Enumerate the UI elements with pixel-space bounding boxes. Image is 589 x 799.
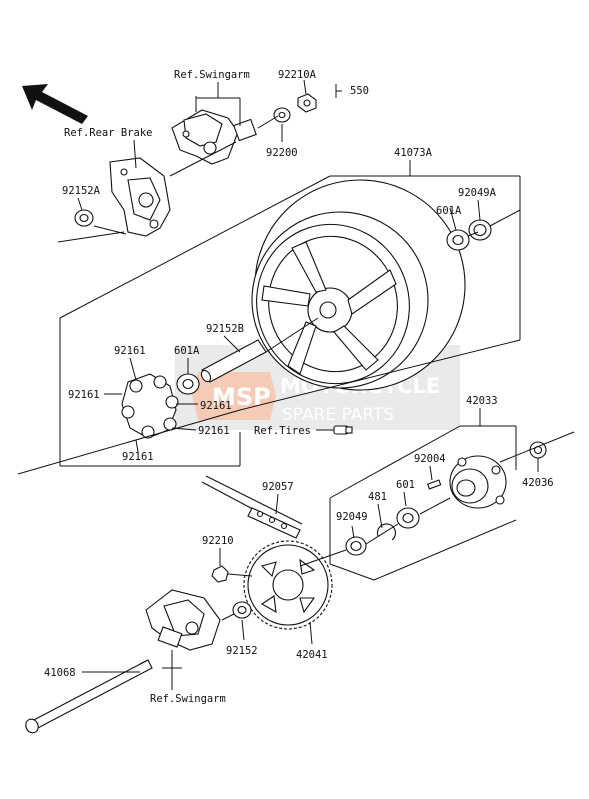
seal-92049 [345, 536, 367, 556]
collar-92152a [74, 209, 94, 227]
rear-sprocket [243, 540, 333, 630]
seal-92049a [468, 219, 492, 241]
label-92210: 92210 [202, 535, 234, 547]
rear-axle [25, 659, 153, 734]
front-arrow-icon [22, 84, 88, 124]
label-92161-e: 92161 [122, 451, 154, 463]
stud-92004 [426, 479, 442, 490]
bearing-601a-right [446, 229, 470, 251]
rear-brake-bracket [109, 157, 171, 237]
label-92152: 92152 [226, 645, 258, 657]
label-92152a: 92152A [62, 185, 101, 197]
washer-92152 [232, 601, 252, 619]
washer-92200 [273, 107, 291, 123]
label-92161-c: 92161 [200, 400, 232, 412]
bearing-601 [396, 507, 420, 529]
nut-92210a [297, 93, 317, 113]
label-42033: 42033 [466, 395, 498, 407]
collar-42036 [529, 441, 547, 459]
label-ref-swingarm-top: Ref.Swingarm [174, 69, 250, 81]
label-92161-d: 92161 [198, 425, 230, 437]
hub-damper [121, 373, 179, 439]
label-92004: 92004 [414, 453, 446, 465]
label-92152b: 92152B [206, 323, 244, 335]
label-ref-tires: Ref.Tires [254, 425, 311, 437]
label-92161-b: 92161 [68, 389, 100, 401]
label-92057: 92057 [262, 481, 294, 493]
circlip-481 [376, 523, 396, 541]
watermark-badge: MSP [212, 383, 271, 411]
label-ref-swingarm-bottom: Ref.Swingarm [150, 693, 226, 705]
nut-92210 [211, 565, 229, 583]
label-41073a: 41073A [394, 147, 433, 159]
label-92049a: 92049A [458, 187, 497, 199]
label-92210a: 92210A [278, 69, 317, 81]
label-481: 481 [368, 491, 387, 503]
tire-valve [333, 425, 353, 435]
label-92161-a: 92161 [114, 345, 146, 357]
label-601: 601 [396, 479, 415, 491]
chain-adjuster-upper [171, 109, 257, 165]
collar-92152b [200, 339, 267, 383]
label-ref-rear-brake: Ref.Rear Brake [64, 127, 153, 139]
watermark-line2: SPARE PARTS [282, 405, 394, 425]
part-labels: Ref.Swingarm 92210A 550 Ref.Rear Brake 9… [44, 69, 554, 705]
label-550: 550 [350, 85, 369, 97]
label-42036: 42036 [522, 477, 554, 489]
rear-wheel [251, 179, 466, 391]
label-92200: 92200 [266, 147, 298, 159]
drive-chain [201, 475, 303, 539]
label-92049: 92049 [336, 511, 368, 523]
chain-adjuster-lower [145, 589, 221, 651]
label-41068: 41068 [44, 667, 76, 679]
leader-lines [17, 79, 575, 690]
bearing-601a-left [176, 373, 200, 395]
label-601a-right: 601A [436, 205, 462, 217]
sprocket-coupling [449, 455, 507, 509]
label-42041: 42041 [296, 649, 328, 661]
label-601a-left: 601A [174, 345, 200, 357]
